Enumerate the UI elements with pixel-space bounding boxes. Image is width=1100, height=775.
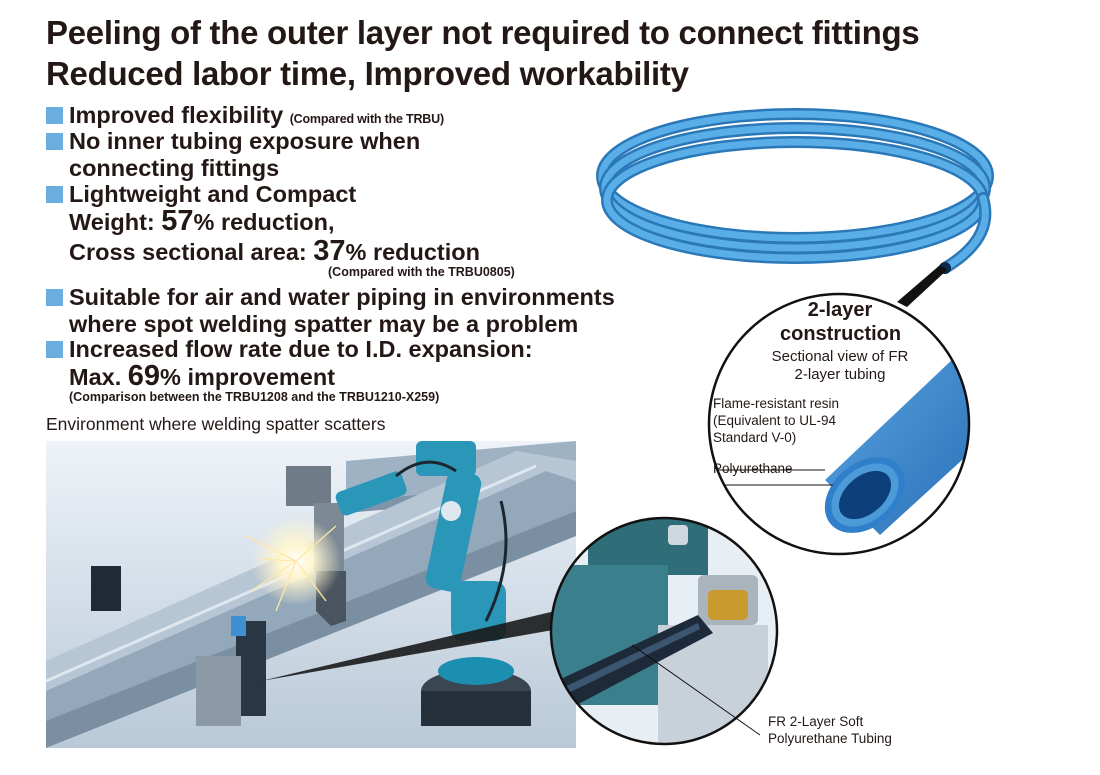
feature-flexibility: Improved flexibility (Compared with the …: [46, 102, 444, 133]
feature-weight-reduction: Weight: 57% reduction,: [69, 205, 335, 237]
headline-line-2: Reduced labor time, Improved workability: [46, 55, 689, 92]
feature-no-exposure: No inner tubing exposure when connecting…: [46, 128, 420, 182]
tubing-label: FR 2-Layer Soft Polyurethane Tubing: [768, 714, 892, 746]
coil-pointer: [897, 265, 947, 307]
coiled-tube-image: [596, 108, 994, 274]
feature-flow-note: (Comparison between the TRBU1208 and the…: [69, 390, 440, 404]
feature-flow-rate: Increased flow rate due to I.D. expansio…: [46, 336, 533, 363]
outer-layer-label: Flame-resistant resin (Equivalent to UL-…: [713, 396, 840, 445]
welding-environment-illustration: [46, 441, 576, 748]
bullet-square-icon: [46, 133, 63, 150]
construction-title: 2-layer construction: [780, 299, 902, 345]
bullet-square-icon: [46, 186, 63, 203]
tubing-connection-closeup: [549, 516, 779, 746]
tubing-leader-line: [631, 644, 761, 736]
bullet-square-icon: [46, 289, 63, 306]
feature-flow-improvement: Max. 69% improvement: [69, 360, 336, 392]
headline-line-1: Peeling of the outer layer not required …: [46, 14, 920, 51]
feature-lightweight: Lightweight and Compact: [46, 181, 356, 208]
construction-subtitle: Sectional view of FR 2-layer tubing: [771, 348, 909, 383]
inner-layer-label: Polyurethane: [713, 461, 793, 476]
feature-area-reduction: Cross sectional area: 37% reduction: [69, 235, 480, 267]
feature-flexibility-note: (Compared with the TRBU): [289, 112, 444, 126]
feature-lightweight-note: (Compared with the TRBU0805): [328, 265, 515, 279]
bullet-square-icon: [46, 107, 63, 124]
photo-caption: Environment where welding spatter scatte…: [46, 414, 386, 434]
welding-scene-graphic: [46, 441, 576, 748]
construction-sectional-circle: [707, 292, 971, 556]
bullet-square-icon: [46, 341, 63, 358]
feature-spatter-environments: Suitable for air and water piping in env…: [46, 284, 615, 338]
